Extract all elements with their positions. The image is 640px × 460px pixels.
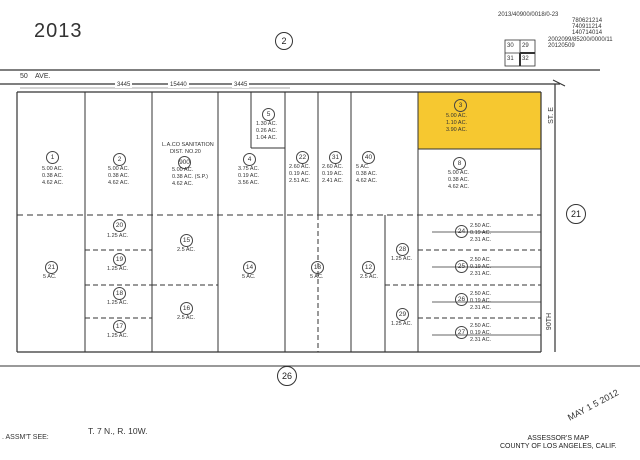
parcel-area: 2.50 AC.0.19 AC.2.31 AC. [470,223,492,243]
parcel-number[interactable]: 22 [296,151,309,164]
section-31: 31 [507,56,514,62]
parcel-number[interactable]: 4 [243,153,256,166]
assessment-note: . ASSM'T SEE: [2,434,49,441]
parcel-number[interactable]: 29 [396,308,409,321]
parcel-number[interactable]: 28 [396,243,409,256]
parcel-number[interactable]: 14 [243,261,256,274]
parcel-area: 1.25 AC. [107,300,129,306]
parcel-number[interactable]: 12 [362,261,375,274]
parcel-area: 2.60 AC.0.19 AC.2.51 AC. [289,164,311,184]
parcel-area: 5.00 AC.0.38 AC. (S.P.)4.62 AC. [172,167,208,187]
parcel-area: 5 AC. [242,274,256,280]
parcel-area: 5.00 AC.0.38 AC.4.62 AC. [448,170,470,190]
township-range: T. 7 N., R. 10W. [88,426,148,436]
parcel-number[interactable]: 25 [455,260,468,273]
parcel-area: 1.25 AC. [107,333,129,339]
section-32: 32 [522,56,529,62]
parcel-area: 2.50 AC.0.19 AC.2.31 AC. [470,257,492,277]
parcel-number[interactable]: 18 [113,287,126,300]
adjacent-page-ref[interactable]: 2 [275,32,293,50]
dimension: 3445 [115,82,133,88]
parcel-area: 1.25 AC. [107,266,129,272]
parcel-area: 5 AC. [310,274,324,280]
parcel-number[interactable]: 17 [113,320,126,333]
header-code: 20120509 [548,43,575,49]
street-num: 50 [20,73,28,80]
parcel-number[interactable]: 26 [455,293,468,306]
parcel-area: 5.00 AC.0.38 AC.4.62 AC. [42,166,64,186]
parcel-area: 5 AC. [43,274,57,280]
header-code: 780621214 [572,18,603,24]
street-east-bottom: 90TH [546,312,554,331]
parcel-number[interactable]: 24 [455,225,468,238]
header-code: 140714014 [572,30,603,36]
parcel-area: 2.50 AC.0.19 AC.2.31 AC. [470,291,492,311]
parcel-number[interactable]: 19 [113,253,126,266]
parcel-number[interactable]: 1 [46,151,59,164]
parcel-area: 5.00 AC.0.38 AC.4.62 AC. [108,166,130,186]
parcel-area: 2.60 AC.0.19 AC.2.41 AC. [322,164,344,184]
parcel-number[interactable]: 40 [362,151,375,164]
parcel-number[interactable]: 8 [453,157,466,170]
dimension: 3445 [232,82,250,88]
parcel-number[interactable]: 20 [113,219,126,232]
parcel-number[interactable]: 27 [455,326,468,339]
parcel-number[interactable]: 31 [329,151,342,164]
parcel-area: 1.30 AC.0.26 AC.1.04 AC. [256,121,278,141]
parcel-number[interactable]: 5 [262,108,275,121]
parcel-area: 1.25 AC. [391,321,413,327]
section-29: 29 [522,43,529,49]
parcel-area: 2.50 AC.0.19 AC.2.31 AC. [470,323,492,343]
parcel-number[interactable]: 21 [45,261,58,274]
parcel-number[interactable]: 2 [113,153,126,166]
street-east-top: ST. E [547,107,555,124]
parcel-area: 5 AC.0.38 AC.4.62 AC. [356,164,378,184]
parcel-area: 5.00 AC.1.10 AC.3.90 AC. [446,113,468,133]
section-30: 30 [507,43,514,49]
map-book-number: 2013 [34,20,83,42]
dimension: 15440 [168,82,189,88]
adjacent-page-ref[interactable]: 21 [566,204,586,224]
street-north: AVE. [35,73,51,80]
highlighted-parcel[interactable] [418,92,541,149]
parcel-area: 3.75 AC.0.19 AC.3.56 AC. [238,166,260,186]
parcel-area: 2.5 AC. [360,274,379,280]
parcel-area: 1.25 AC. [107,233,129,239]
header-code: 2013/40900/0018/0-23 [498,12,559,18]
parcel-number[interactable]: 900 [178,156,191,169]
parcel-number[interactable]: 13 [311,261,324,274]
parcel-area: 2.5 AC. [177,247,196,253]
parcel-number[interactable]: 15 [180,234,193,247]
header-code: 740911214 [572,24,602,30]
parcel-number[interactable]: 3 [454,99,467,112]
header-code: 2002099/85200/0000/11 [548,37,613,43]
parcel-number[interactable]: 16 [180,302,193,315]
parcel-area: 1.25 AC. [391,256,413,262]
adjacent-page-ref[interactable]: 26 [277,366,297,386]
parcel-area: 2.5 AC. [177,315,196,321]
